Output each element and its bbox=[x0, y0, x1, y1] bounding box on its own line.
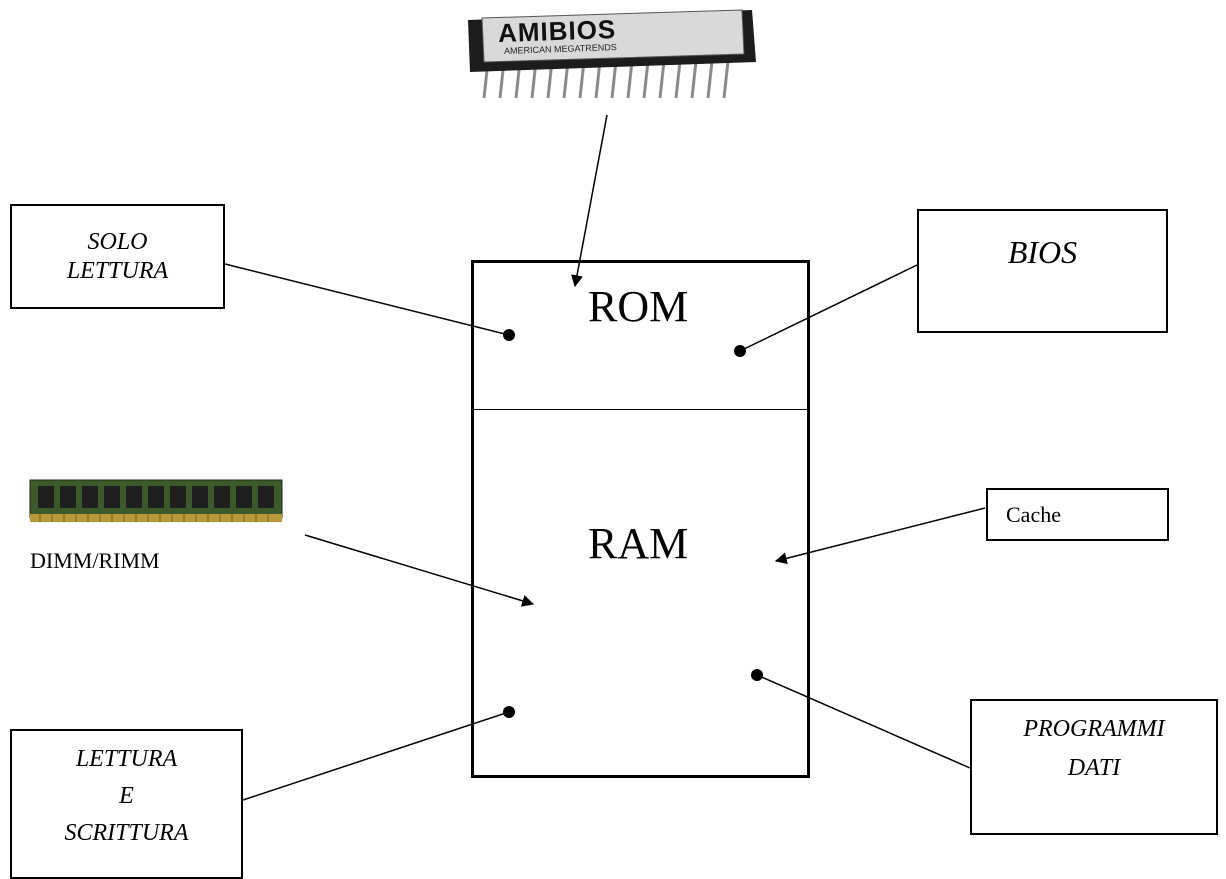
lettura-scrittura-dot bbox=[503, 706, 515, 718]
cache-box: Cache bbox=[986, 488, 1169, 541]
dimm-arrow bbox=[304, 534, 535, 607]
programmi-dati-dot bbox=[751, 669, 763, 681]
rom-ram-divider bbox=[474, 409, 807, 410]
ram-module-label: DIMM/RIMM bbox=[30, 548, 160, 573]
solo-lettura-line-1: SOLO bbox=[87, 228, 148, 255]
rom-label: ROM bbox=[588, 282, 689, 331]
solo-lettura-dot bbox=[503, 329, 515, 341]
solo-lettura-line-2: LETTURA bbox=[66, 257, 169, 284]
bios-connector bbox=[739, 264, 918, 352]
solo-lettura-connector bbox=[224, 263, 510, 336]
cache-box-label: Cache bbox=[1006, 501, 1061, 527]
programmi-dati-connector bbox=[756, 674, 971, 769]
programmi-dati-line-1: PROGRAMMI bbox=[1023, 716, 1165, 742]
programmi-dati-box: PROGRAMMI DATI bbox=[970, 699, 1218, 835]
programmi-dati-line-2: DATI bbox=[1067, 754, 1121, 781]
lettura-scrittura-line-2: E bbox=[119, 782, 134, 809]
ram-module-image bbox=[28, 476, 286, 526]
lettura-scrittura-line-1: LETTURA bbox=[75, 746, 178, 772]
chip-to-rom-arrow bbox=[571, 114, 608, 288]
bios-dot bbox=[734, 345, 746, 357]
lettura-scrittura-box: LETTURA E SCRITTURA bbox=[10, 729, 243, 879]
lettura-scrittura-line-3: SCRITTURA bbox=[64, 819, 189, 846]
bios-chip-image: AMIBIOS AMERICAN MEGATRENDS bbox=[460, 6, 760, 101]
memory-block: ROM RAM bbox=[471, 260, 810, 778]
bios-box-label: BIOS bbox=[1007, 234, 1078, 270]
bios-box: BIOS bbox=[917, 209, 1168, 333]
ram-label: RAM bbox=[588, 519, 689, 568]
solo-lettura-box: SOLO LETTURA bbox=[10, 204, 225, 309]
lettura-scrittura-connector bbox=[242, 711, 510, 801]
cache-arrow bbox=[774, 507, 986, 565]
